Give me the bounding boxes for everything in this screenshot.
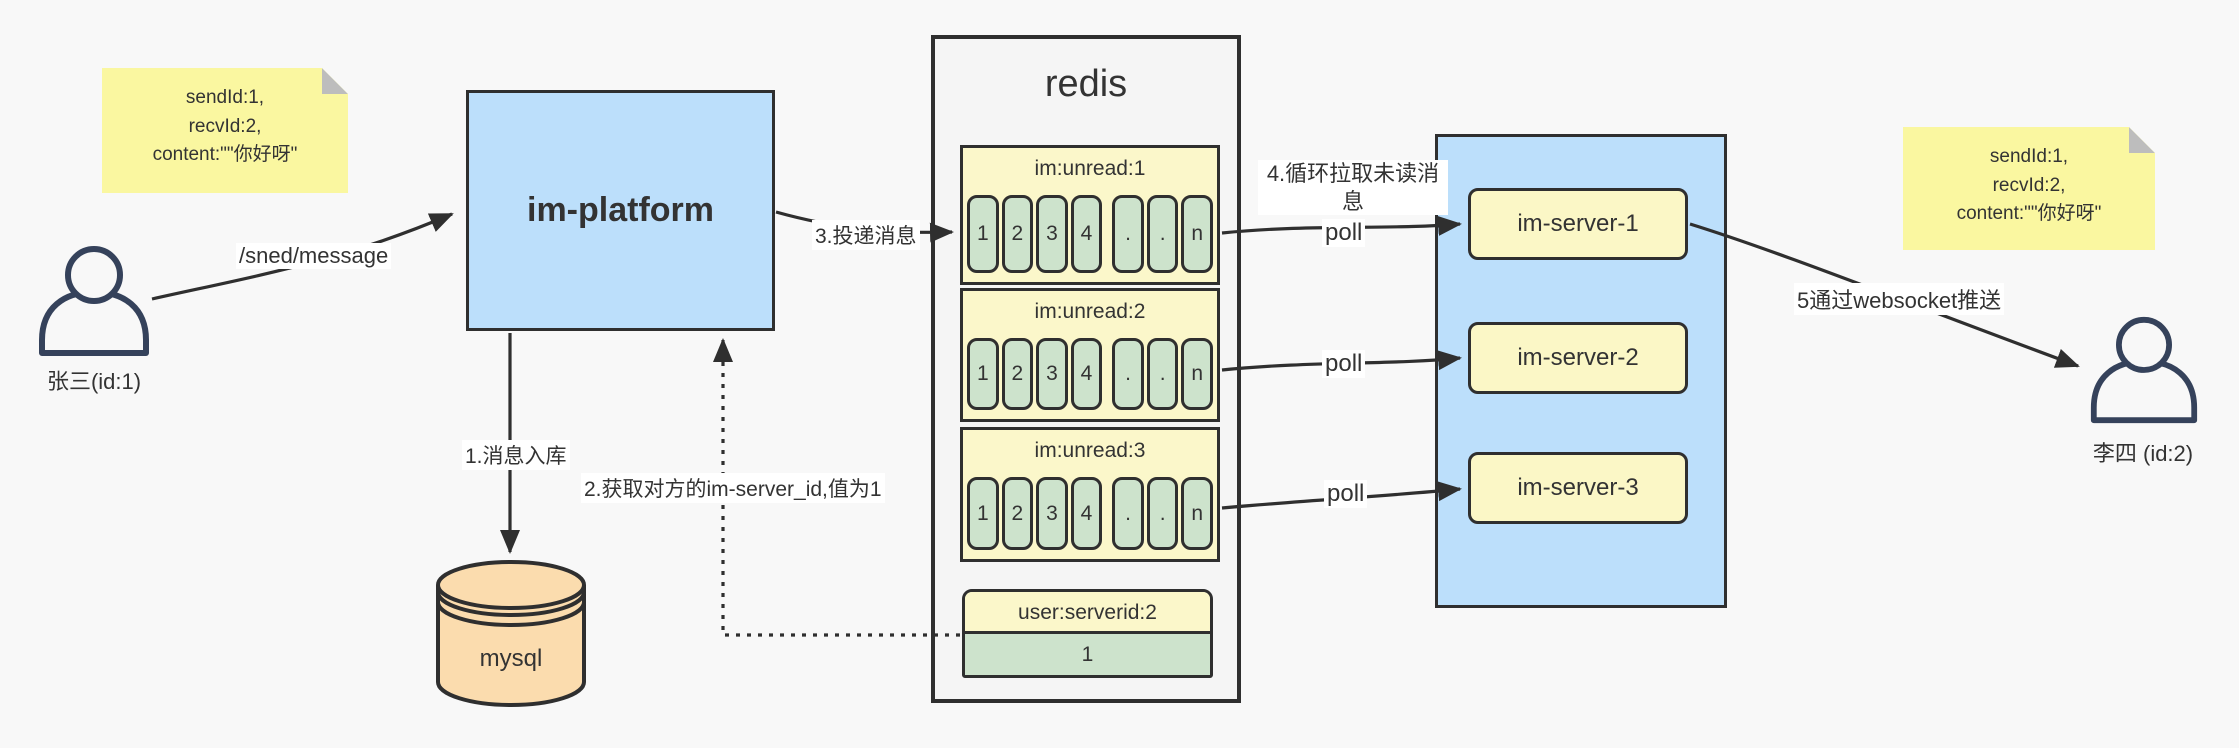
queue-cell: n bbox=[1181, 195, 1214, 273]
queue-cell: 2 bbox=[1001, 338, 1034, 410]
im-platform-label: im-platform bbox=[527, 191, 714, 229]
note-line: content:""你好呀" bbox=[152, 144, 298, 165]
queue-cell: 4 bbox=[1070, 477, 1103, 550]
im-server-1-node: im-server-1 bbox=[1468, 188, 1688, 260]
edge-label-step4: 4.循环拉取未读消息 bbox=[1258, 160, 1448, 215]
queue-cell: 3 bbox=[1036, 477, 1068, 550]
edge-label-poll-2: poll bbox=[1322, 350, 1366, 378]
user-icon bbox=[39, 246, 149, 356]
queue-cell: 2 bbox=[1001, 477, 1034, 550]
queue-cell: 3 bbox=[1036, 195, 1068, 273]
queue-cell: . bbox=[1146, 195, 1179, 273]
im-server-3-node: im-server-3 bbox=[1468, 452, 1688, 524]
edge-label-step2: 2.获取对方的im-server_id,值为1 bbox=[581, 473, 885, 503]
queue-cell: . bbox=[1112, 195, 1144, 273]
redis-queue-unread-3: im:unread:3 1 2 3 4 . . n bbox=[960, 427, 1220, 562]
queue-title: im:unread:3 bbox=[1034, 439, 1146, 462]
queue-cell: 4 bbox=[1070, 338, 1103, 410]
user-icon bbox=[2090, 316, 2198, 424]
queue-cells: 1 2 3 4 . . n bbox=[967, 477, 1214, 550]
queue-cells: 1 2 3 4 . . n bbox=[967, 195, 1214, 273]
queue-cell: 1 bbox=[967, 195, 999, 273]
queue-cell: 3 bbox=[1036, 338, 1068, 410]
database-cylinder-icon bbox=[436, 560, 586, 707]
note-line: recvId:2, bbox=[1992, 174, 2066, 196]
note-line: recvId:2, bbox=[188, 115, 262, 137]
sender-label: 张三(id:1) bbox=[46, 369, 142, 394]
redis-title: redis bbox=[1044, 63, 1128, 105]
kv-value: 1 bbox=[1081, 643, 1094, 666]
redis-queue-unread-1: im:unread:1 1 2 3 4 . . n bbox=[960, 145, 1220, 285]
queue-title: im:unread:1 bbox=[1034, 157, 1146, 180]
im-server-2-node: im-server-2 bbox=[1468, 322, 1688, 394]
edge-label-poll-1: poll bbox=[1322, 219, 1366, 247]
receiver-label: 李四 (id:2) bbox=[2092, 441, 2194, 466]
message-note-left: sendId:1, recvId:2, content:""你好呀" bbox=[102, 68, 348, 193]
queue-cell: 2 bbox=[1001, 195, 1034, 273]
edge-label-poll-3: poll bbox=[1324, 480, 1368, 508]
queue-cell: . bbox=[1112, 477, 1144, 550]
queue-cell: 1 bbox=[967, 477, 999, 550]
note-line: sendId:1, bbox=[185, 87, 265, 108]
edge-label-step3: 3.投递消息 bbox=[812, 220, 920, 250]
im-server-3-label: im-server-3 bbox=[1517, 474, 1639, 501]
edge-label-step1: 1.消息入库 bbox=[462, 440, 570, 470]
note-line: sendId:1, bbox=[1989, 146, 2069, 167]
queue-cell: . bbox=[1112, 338, 1144, 410]
queue-cell: . bbox=[1146, 338, 1179, 410]
queue-cell: n bbox=[1181, 338, 1214, 410]
redis-queue-unread-2: im:unread:2 1 2 3 4 . . n bbox=[960, 288, 1220, 422]
kv-user-serverid-box: user:serverid:2 1 bbox=[962, 589, 1213, 678]
database-label: mysql bbox=[479, 645, 543, 672]
im-server-1-label: im-server-1 bbox=[1517, 210, 1639, 237]
kv-title: user:serverid:2 bbox=[965, 592, 1210, 634]
queue-cell: . bbox=[1146, 477, 1179, 550]
note-fold-corner-icon bbox=[2129, 127, 2155, 153]
note-line: content:""你好呀" bbox=[1956, 203, 2102, 224]
note-fold-corner-icon bbox=[322, 68, 348, 94]
queue-cell: 4 bbox=[1070, 195, 1103, 273]
queue-cell: 1 bbox=[967, 338, 999, 410]
im-platform-node: im-platform bbox=[466, 90, 775, 331]
queue-cell: n bbox=[1181, 477, 1214, 550]
message-note-right: sendId:1, recvId:2, content:""你好呀" bbox=[1903, 127, 2155, 250]
queue-cells: 1 2 3 4 . . n bbox=[967, 338, 1214, 410]
edge-label-step5: 5通过websocket推送 bbox=[1794, 283, 2005, 315]
edge-label-send-api: /sned/message bbox=[236, 243, 392, 269]
queue-title: im:unread:2 bbox=[1034, 300, 1146, 323]
im-server-2-label: im-server-2 bbox=[1517, 344, 1639, 371]
